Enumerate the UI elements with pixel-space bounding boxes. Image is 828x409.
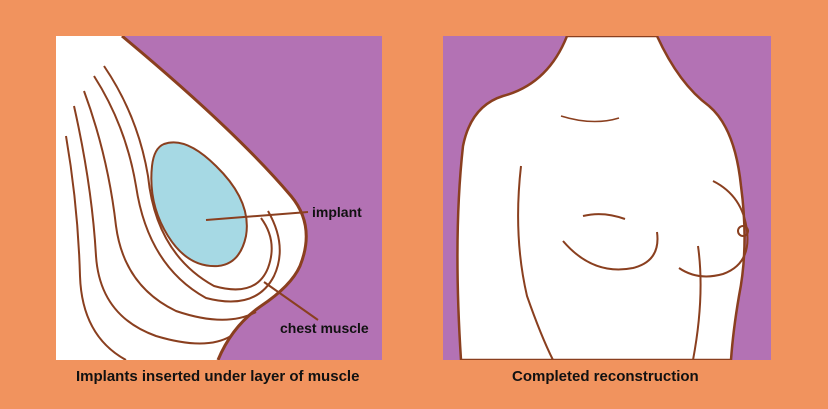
chest-muscle-label: chest muscle — [280, 320, 369, 336]
caption-reconstruction: Completed reconstruction — [512, 368, 699, 385]
caption-implants: Implants inserted under layer of muscle — [76, 368, 359, 385]
cross-section-panel: implant chest muscle — [56, 36, 382, 360]
implant-shape — [151, 142, 247, 266]
reconstruction-illustration — [443, 36, 771, 360]
cross-section-illustration: implant chest muscle — [56, 36, 382, 360]
implant-label: implant — [312, 204, 362, 220]
reconstruction-panel — [443, 36, 771, 360]
